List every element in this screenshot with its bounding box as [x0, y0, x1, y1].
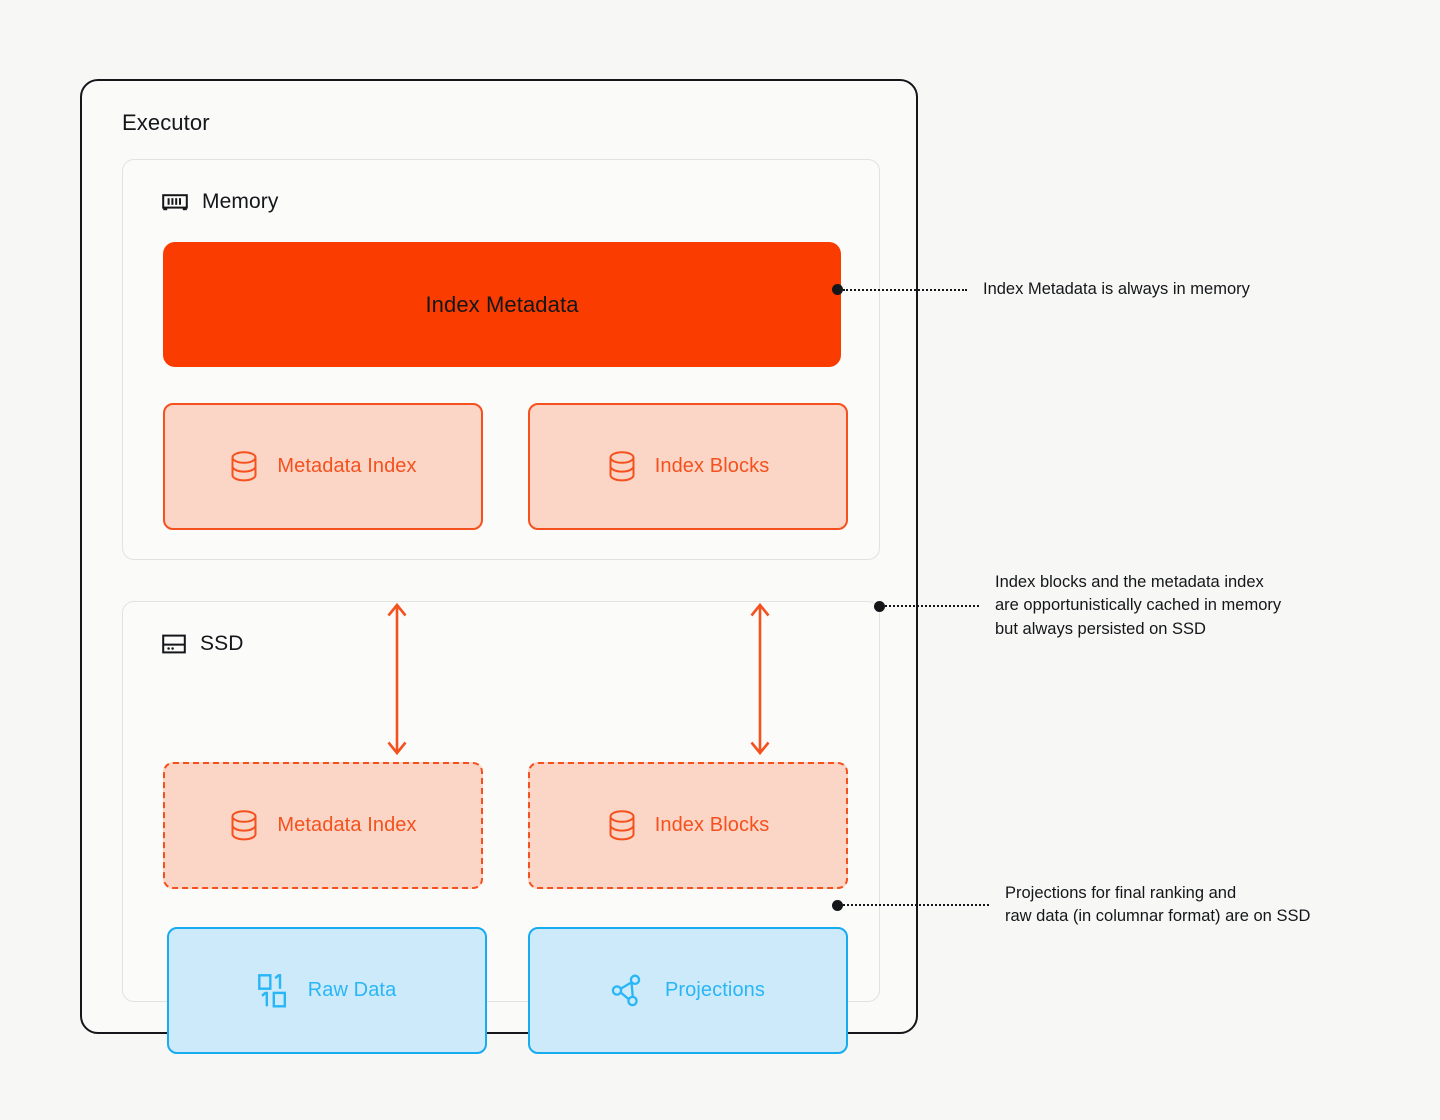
database-icon — [607, 450, 637, 484]
block-content: Raw Data — [257, 973, 397, 1008]
block-label: Index Blocks — [654, 814, 770, 836]
executor-frame: Executor Memory Index Metadata — [80, 79, 918, 1054]
annotation-leader-line — [885, 605, 979, 608]
annotation-text: Projections for final ranking and raw da… — [1005, 884, 1311, 926]
annotation-text: Index blocks and the metadata index are … — [995, 573, 1282, 638]
block-index-blocks-ssd[interactable]: Index Blocks — [528, 762, 848, 889]
tier-label-memory: Memory — [202, 190, 279, 213]
block-content: Index Blocks — [607, 809, 770, 843]
block-metadata-index-ssd[interactable]: Metadata Index — [163, 762, 483, 889]
tier-header-memory: Memory — [162, 190, 278, 214]
database-icon — [229, 809, 259, 843]
block-content: Projections — [611, 974, 765, 1008]
annotation-text: Index Metadata is always in memory — [983, 280, 1250, 298]
annotation-anchor-dot — [832, 899, 843, 911]
block-label: Index Blocks — [654, 455, 770, 477]
block-projections[interactable]: Projections — [528, 927, 848, 1054]
annotation-leader-line — [843, 904, 989, 907]
annotation-anchor-dot — [874, 600, 885, 612]
hard-drive-icon — [162, 633, 186, 655]
block-index-blocks-memory[interactable]: Index Blocks — [528, 403, 848, 530]
tier-panel-memory: Memory Index Metadata Metadata Index — [122, 159, 880, 560]
block-content: Index Blocks — [607, 450, 770, 484]
annotation-anchor-dot — [832, 284, 843, 296]
page-title: Executor — [122, 110, 210, 135]
annotation-ssd-note: Projections for final ranking and raw da… — [832, 882, 1310, 929]
memory-ram-icon — [162, 191, 188, 213]
block-content: Index Metadata — [425, 292, 578, 318]
block-label: Metadata Index — [277, 455, 417, 477]
annotation-cache-note: Index blocks and the metadata index are … — [874, 571, 1281, 641]
block-label: Metadata Index — [277, 814, 417, 836]
tier-header-ssd: SSD — [162, 632, 243, 656]
block-label: Projections — [664, 979, 766, 1001]
block-content: Metadata Index — [229, 809, 417, 843]
block-metadata-index-memory[interactable]: Metadata Index — [163, 403, 483, 530]
tier-panel-ssd: SSD Metadata Index — [122, 601, 880, 1054]
block-raw-data[interactable]: Raw Data — [167, 927, 487, 1054]
block-label: Raw Data — [307, 979, 397, 1001]
block-content: Metadata Index — [229, 450, 417, 484]
database-icon — [229, 450, 259, 484]
database-icon — [607, 809, 637, 843]
binary-icon — [257, 973, 290, 1008]
graph-nodes-icon — [611, 974, 647, 1008]
annotation-memory-note: Index Metadata is always in memory — [832, 278, 1250, 301]
tier-label-ssd: SSD — [200, 632, 244, 655]
block-index-metadata[interactable]: Index Metadata — [163, 242, 841, 367]
annotation-leader-line — [843, 288, 967, 291]
block-label: Index Metadata — [425, 291, 579, 317]
